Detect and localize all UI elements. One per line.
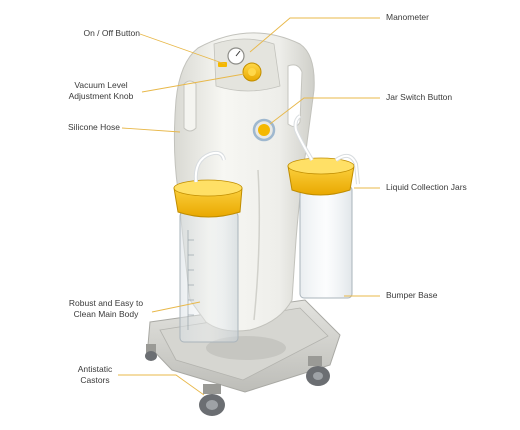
label-vacuum-knob: Vacuum Level Adjustment Knob — [58, 80, 144, 102]
main-body-shape — [173, 32, 315, 332]
label-vacuum-knob-line1: Vacuum Level — [74, 80, 128, 90]
label-castors-line1: Antistatic — [77, 364, 113, 374]
label-castors-line2: Castors — [80, 375, 110, 385]
label-jar-switch-button: Jar Switch Button — [386, 92, 452, 103]
label-bumper-base: Bumper Base — [386, 290, 438, 301]
leader-lines — [118, 17, 380, 396]
left-collection-jar — [173, 150, 243, 343]
label-bumper-base-text: Bumper Base — [386, 290, 438, 300]
label-vacuum-knob-line2: Adjustment Knob — [68, 91, 134, 101]
label-castors: Antistatic Castors — [70, 364, 120, 386]
label-manometer: Manometer — [386, 12, 429, 23]
right-collection-jar — [287, 114, 360, 299]
label-liquid-collection-jars-text: Liquid Collection Jars — [386, 182, 467, 192]
label-manometer-text: Manometer — [386, 12, 429, 22]
label-silicone-hose-text: Silicone Hose — [68, 122, 120, 132]
label-on-off-button-text: On / Off Button — [83, 28, 140, 38]
label-jar-switch-button-text: Jar Switch Button — [386, 92, 453, 102]
label-robust-body: Robust and Easy to Clean Main Body — [58, 298, 154, 320]
label-liquid-collection-jars: Liquid Collection Jars — [386, 182, 467, 193]
castor-wheels — [145, 344, 330, 416]
label-robust-body-line1: Robust and Easy to — [68, 298, 144, 308]
label-robust-body-line2: Clean Main Body — [73, 309, 139, 319]
label-silicone-hose: Silicone Hose — [40, 122, 120, 133]
label-on-off-button: On / Off Button — [36, 28, 140, 39]
